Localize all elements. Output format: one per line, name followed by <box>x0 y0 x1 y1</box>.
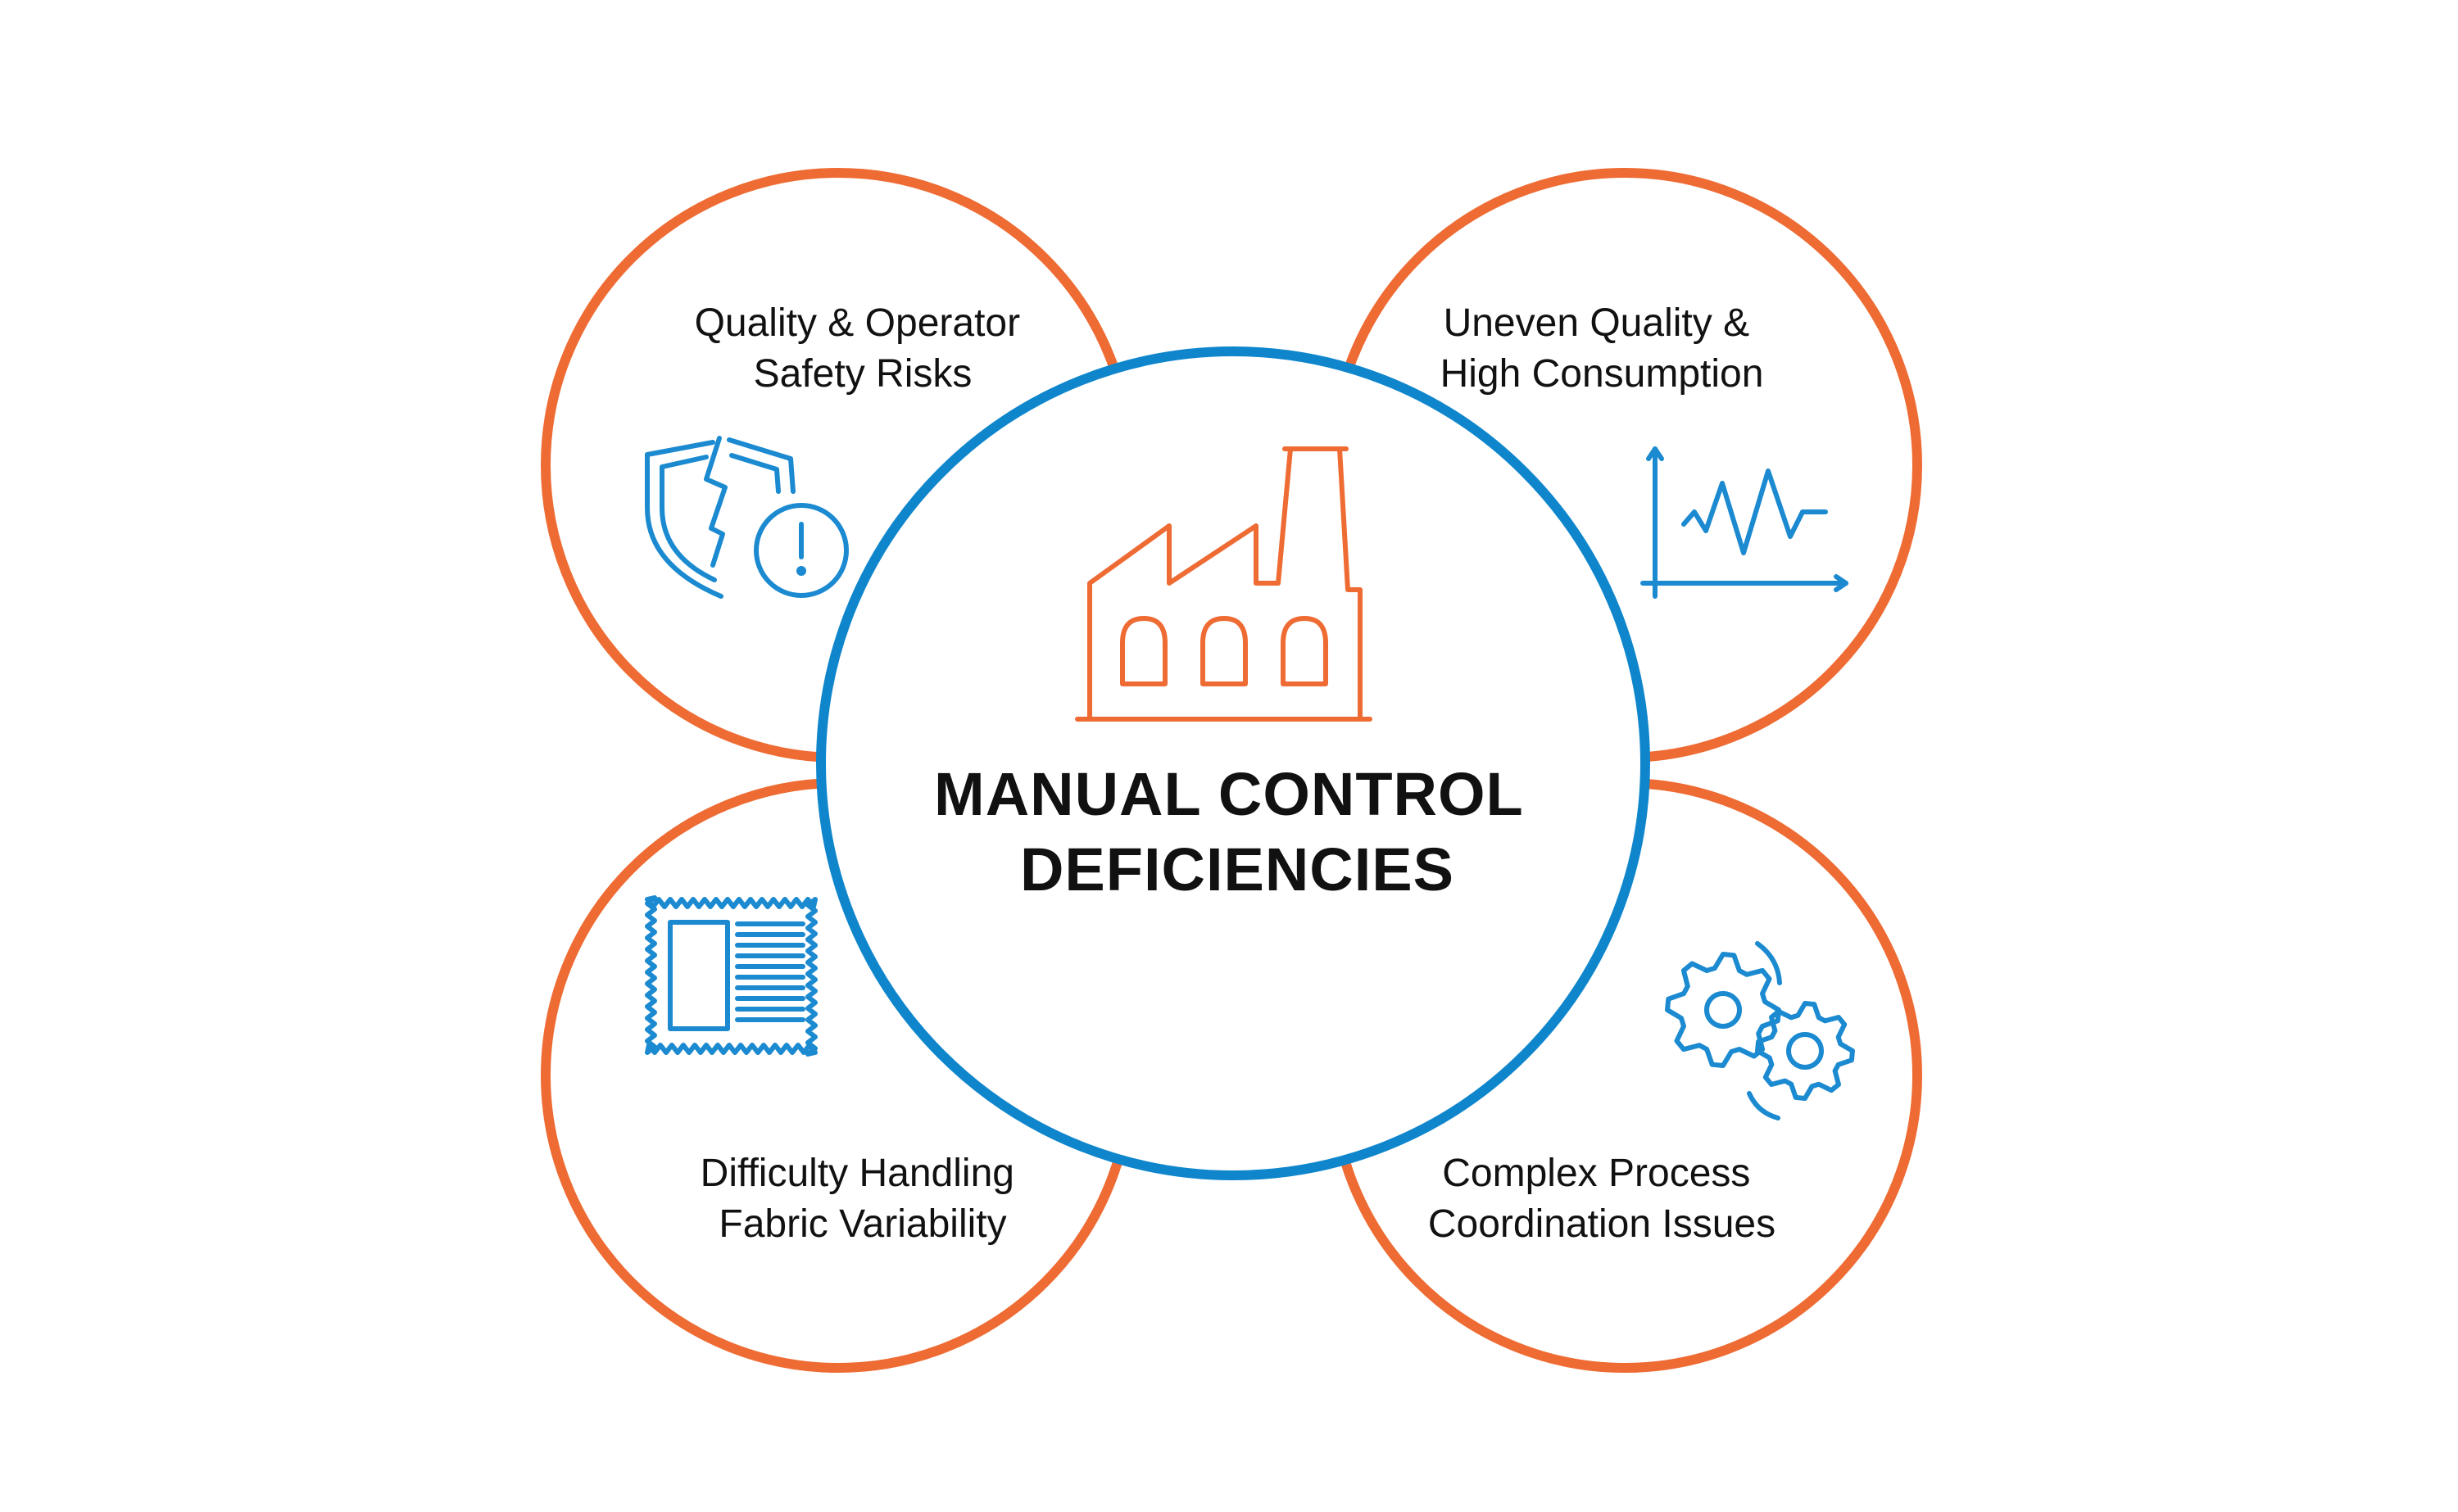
gears-icon <box>1665 941 1855 1120</box>
broken-shield-warning-icon <box>645 436 849 599</box>
fluctuating-chart-icon <box>1640 446 1848 599</box>
fabric-swatch-icon <box>645 895 818 1057</box>
label-bottom-right: Complex Process Coordination Issues <box>1428 1152 1775 1246</box>
label-bottom-left: Difficulty Handling Fabric Variability <box>701 1152 1026 1246</box>
fabric-panel <box>668 920 730 1031</box>
label-top-left: Quality & Operator Safety Risks <box>695 301 1032 396</box>
label-top-right: Uneven Quality & High Consumption <box>1440 301 1764 396</box>
center-title: MANUAL CONTROL DEFICIENCIES <box>934 760 1540 903</box>
factory-icon <box>1075 446 1372 722</box>
center-circle <box>816 346 1650 1180</box>
